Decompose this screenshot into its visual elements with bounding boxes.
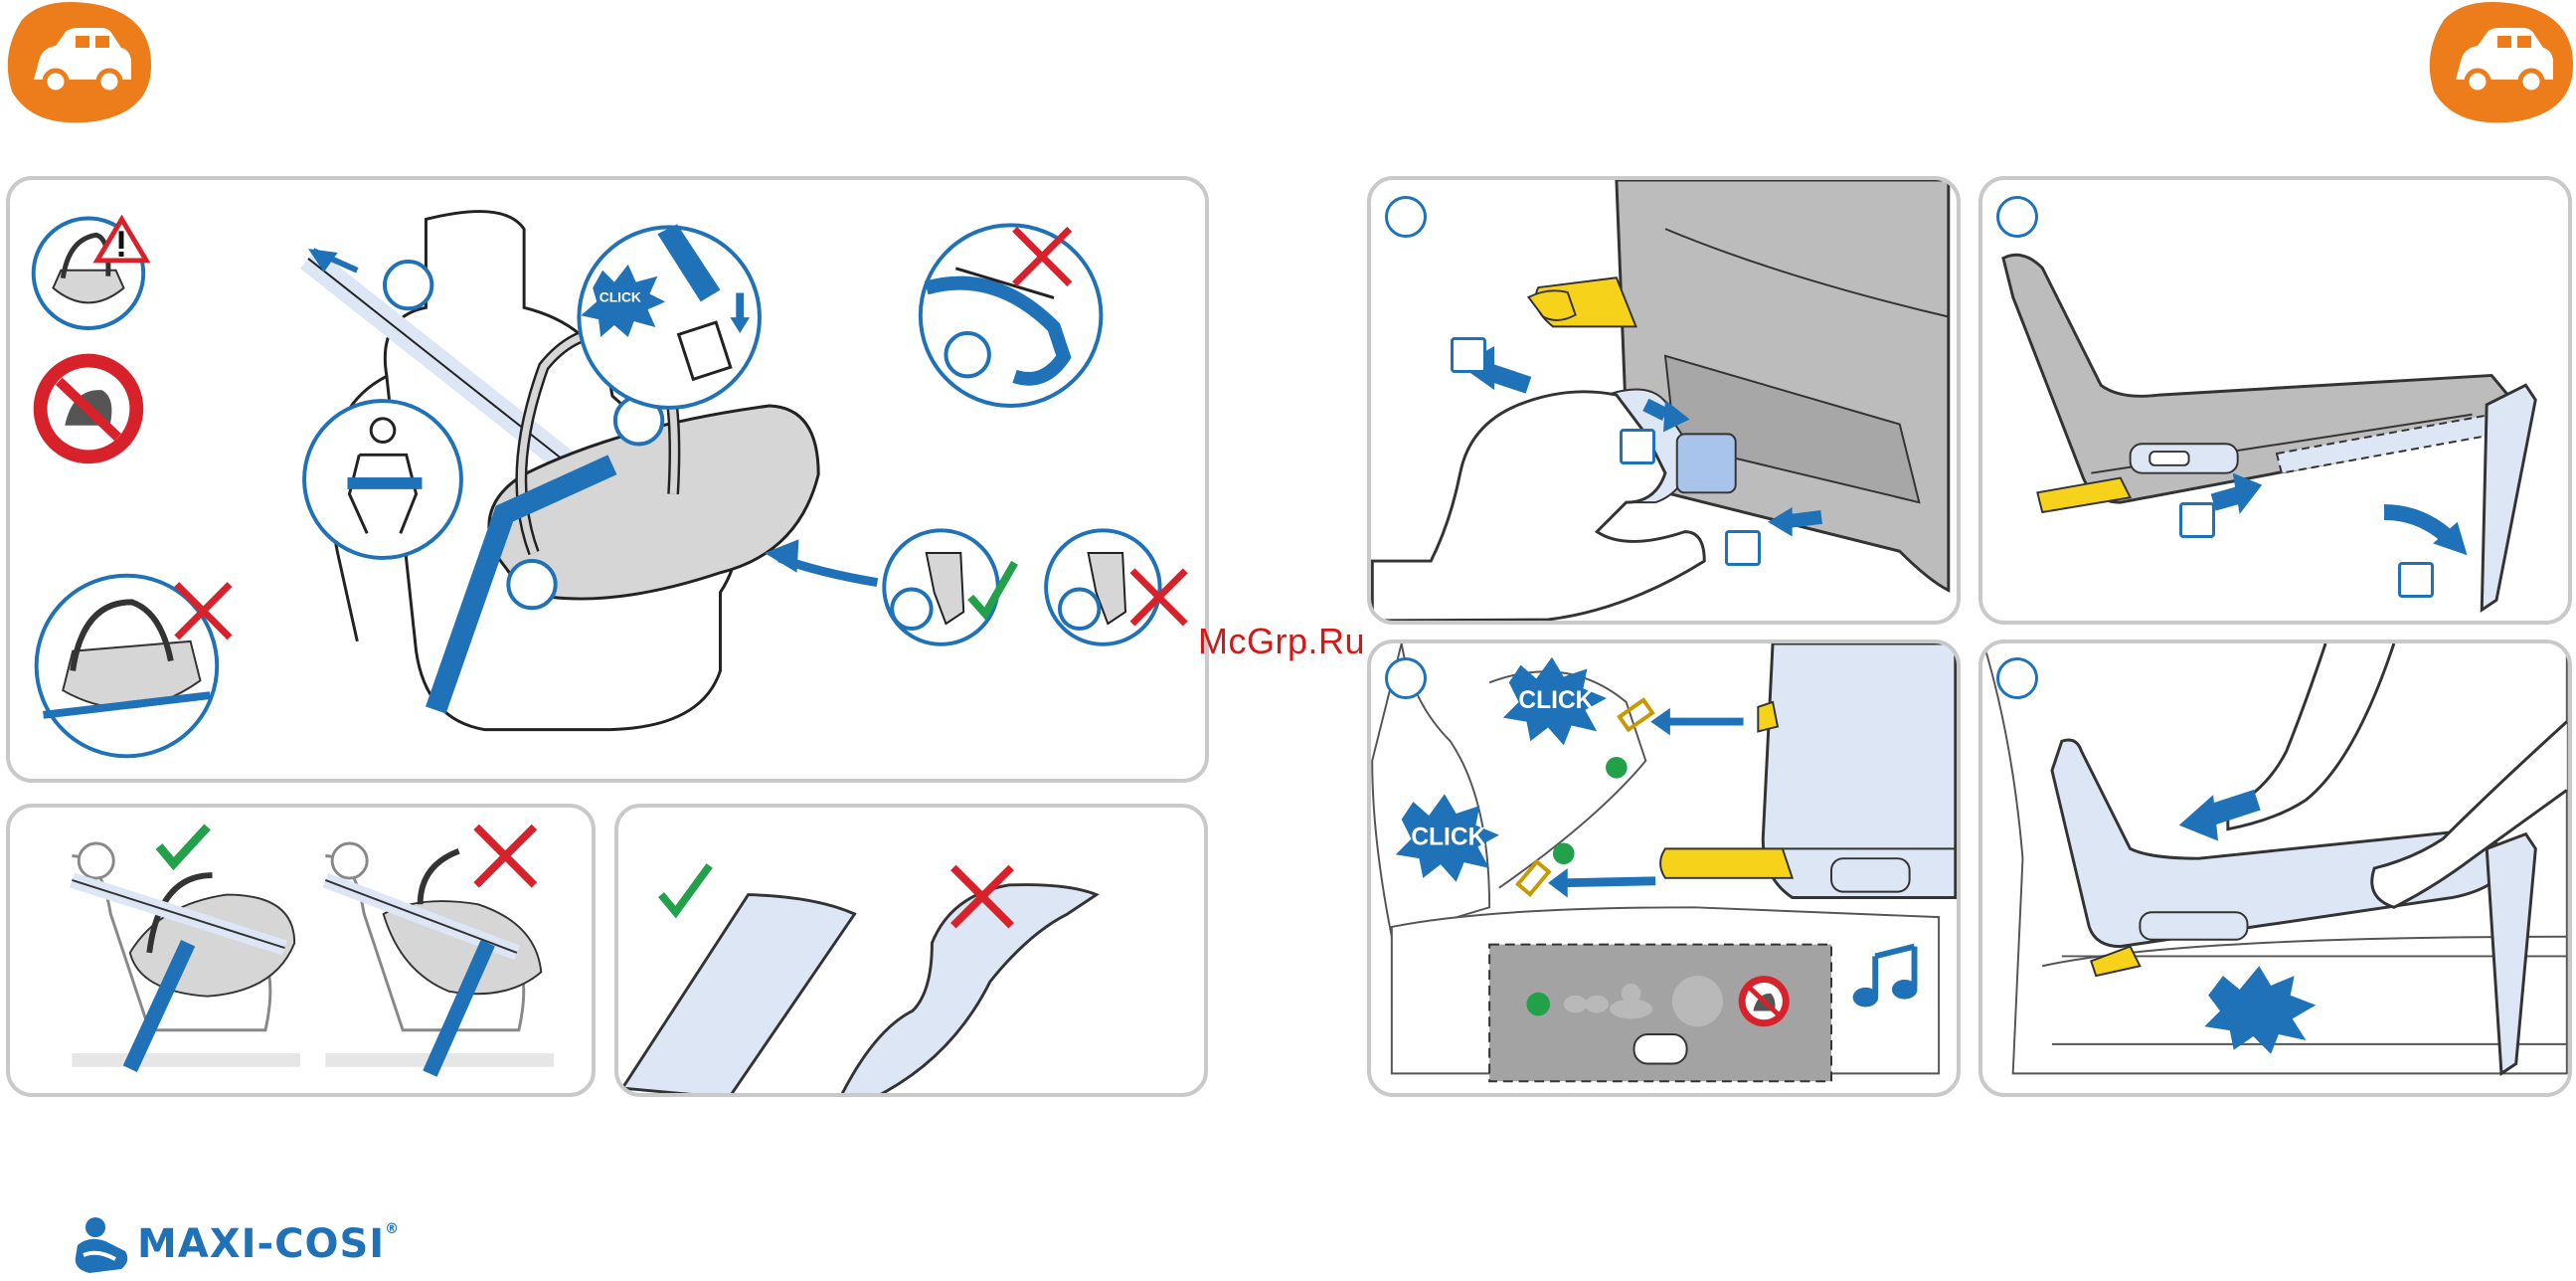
belt-twist-illustration <box>618 808 1204 1093</box>
panel-belt-installation: CLICK <box>6 176 1209 783</box>
brand-name-text: MAXI-COSI <box>137 1221 385 1267</box>
brand-name: MAXI-COSI® <box>137 1221 400 1267</box>
panel-base-push <box>1978 640 2572 1097</box>
substep-box-d <box>2179 502 2215 538</box>
carrier-position-illustration <box>10 808 592 1093</box>
brand-logo-icon <box>70 1215 135 1277</box>
step-number-1 <box>1385 196 1427 238</box>
brand-mark: ® <box>385 1221 400 1237</box>
panel-carrier-position <box>6 804 596 1097</box>
panel-isofix-click: CLICK CLICK <box>1367 640 1961 1097</box>
substep-box-c <box>1725 530 1761 566</box>
step-number-2 <box>1996 196 2038 238</box>
panel-belt-twist <box>614 804 1208 1097</box>
substep-box-a <box>1451 337 1486 373</box>
step-number-3 <box>1385 657 1427 699</box>
base-leg-illustration <box>1982 180 2568 621</box>
panel-base-leg <box>1978 176 2572 625</box>
base-push-illustration <box>1982 643 2568 1093</box>
substep-box-e <box>2398 562 2434 598</box>
panel-isofix-extend <box>1367 176 1961 625</box>
step-number-4 <box>1996 657 2038 699</box>
watermark-text: McGrp.Ru <box>1198 621 1365 662</box>
isofix-click-illustration: CLICK CLICK <box>1371 643 1957 1093</box>
isofix-extend-illustration <box>1371 180 1957 621</box>
belt-installation-illustration: CLICK <box>10 180 1205 779</box>
click-label-1: CLICK <box>1518 687 1593 714</box>
car-icon-left <box>4 0 153 127</box>
substep-box-b <box>1620 429 1655 464</box>
car-icon-right <box>2426 0 2575 127</box>
click-label-small: CLICK <box>600 288 641 304</box>
click-label-2: CLICK <box>1411 824 1485 850</box>
